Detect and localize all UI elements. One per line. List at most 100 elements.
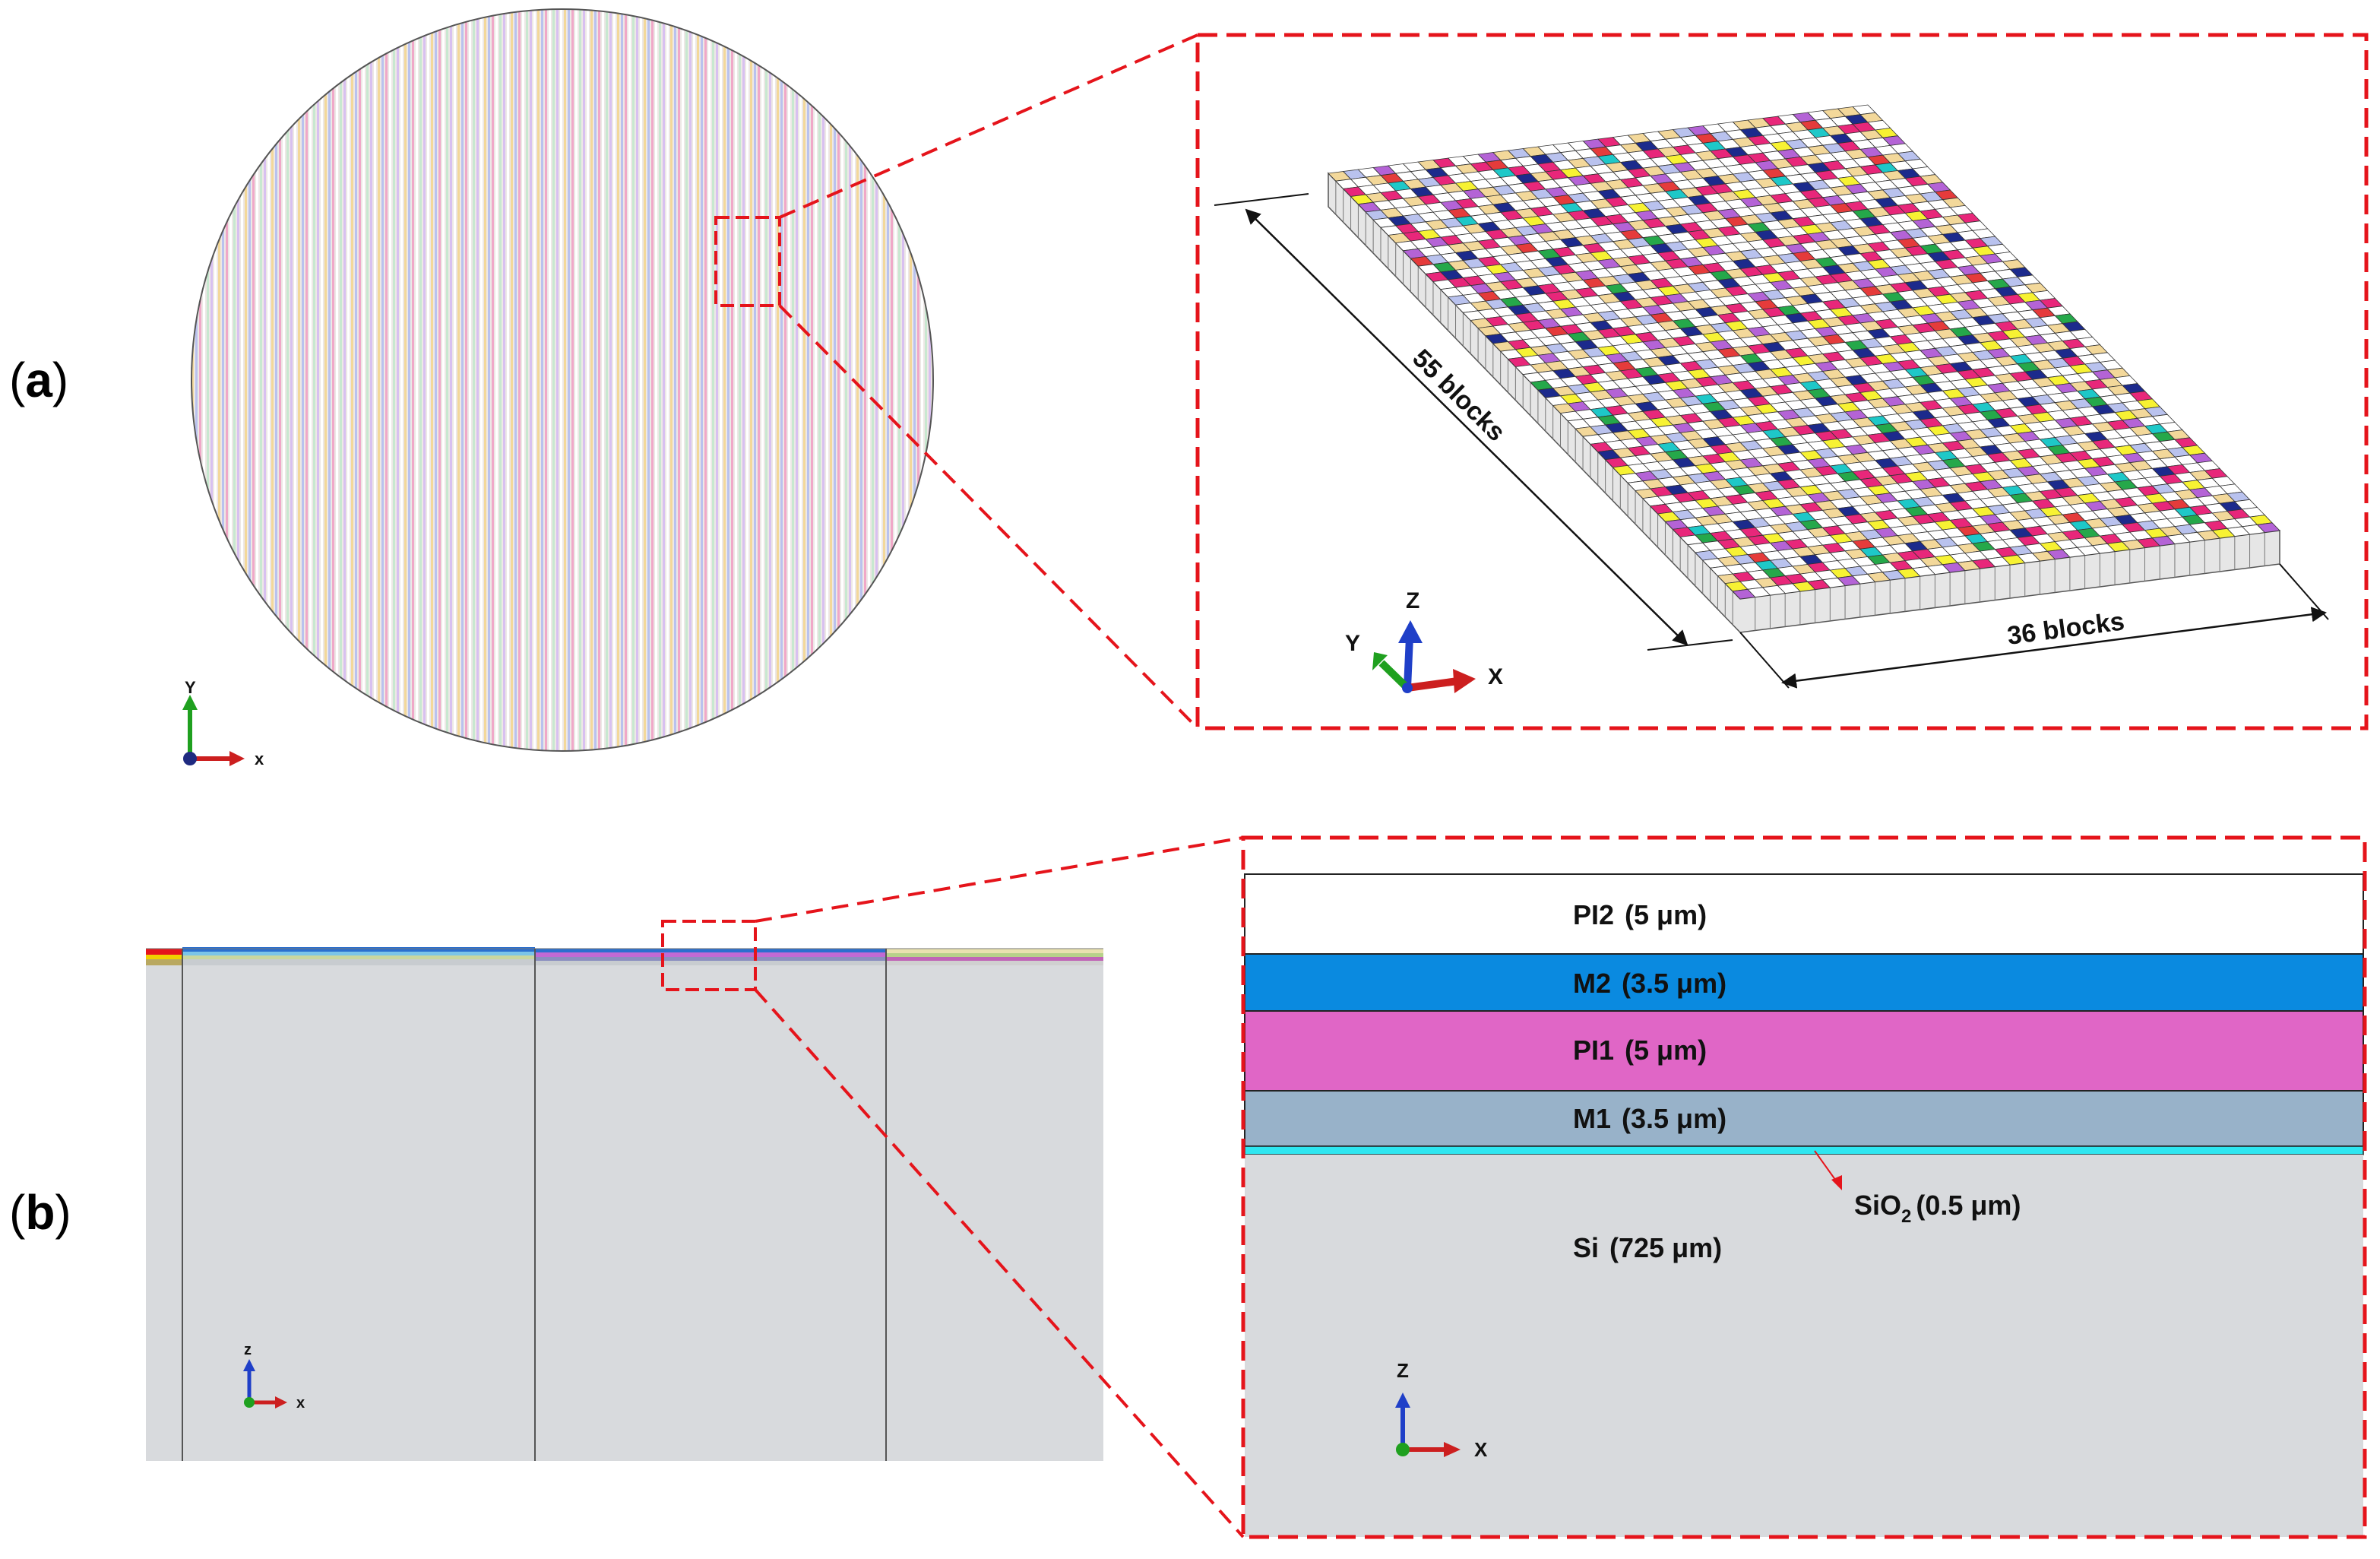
wafer-stripe [347,9,350,751]
wafer-top-view [191,8,934,752]
wafer-stripe [822,9,824,751]
wafer-stripe [264,9,266,751]
wafer-stripe [613,9,616,751]
wafer-stripe [514,9,517,751]
zoom-axis-y-label-a: Y [1345,631,1360,656]
wafer-stripe [739,9,741,751]
wafer-stripe [385,9,388,751]
wafer-stripe [655,9,657,751]
wafer-stripe [625,9,627,751]
layer-label-si: Si(725 μm) [1573,1232,1722,1263]
wafer-stripe [461,9,464,751]
wafer-stripe [910,9,912,751]
layer-label-m1: M1(3.5 μm) [1573,1103,1726,1134]
callout-line-b-bottom [754,988,1245,1538]
wafer-stripe [666,9,669,751]
wafer-stripe [568,9,570,751]
wafer-stripe [902,9,904,751]
wafer-stripe [518,9,521,751]
wafer-stripe [780,9,783,751]
wafer-stripe [575,9,578,751]
wafer-stripe [313,9,315,751]
wafer-stripe [522,9,524,751]
wafer-stripe [526,9,528,751]
callout-line-a-bottom [778,304,1199,730]
wafer-stripe [283,9,285,751]
wafer-stripe [351,9,353,751]
wafer-stripe [929,9,931,751]
zoom-box-b [1241,835,2367,1539]
cross-axis-z-label: z [244,1342,252,1358]
wafer-stripe [651,9,654,751]
wafer-stripe [864,9,866,751]
wafer-stripe [761,9,764,751]
wafer-stripe [777,9,779,751]
cross-section-view [146,947,1103,1461]
wafer-stripe [754,9,756,751]
wafer-stripe [556,9,559,751]
wafer-stripe [336,9,338,751]
wafer-stripe [400,9,403,751]
wafer-stripe [195,9,198,751]
layer-label-pi2: PI2(5 μm) [1573,899,1707,930]
wafer-stripe [875,9,878,751]
wafer-stripe [378,9,380,751]
wafer-stripe [868,9,870,751]
wafer-stripe [830,9,832,751]
layer-label-m2: M2(3.5 μm) [1573,968,1726,999]
wafer-stripe [393,9,395,751]
block-array [1328,104,2280,633]
wafer-stripe [590,9,593,751]
wafer-stripe [256,9,258,751]
wafer-stripe [328,9,331,751]
wafer-stripe [218,9,220,751]
wafer-stripe [450,9,452,751]
wafer-stripe [298,9,300,751]
wafer-stripe [750,9,752,751]
layer-label-pi1: PI1(5 μm) [1573,1035,1707,1066]
wafer-stripe [271,9,274,751]
wafer-stripe [457,9,460,751]
wafer-stripe [723,9,726,751]
wafer-stripe [720,9,722,751]
wafer-stripe [530,9,532,751]
wafer-stripe [906,9,908,751]
wafer-stripe [898,9,900,751]
wafer-stripe [894,9,897,751]
wafer-stripe [397,9,399,751]
wafer-stripe [815,9,817,751]
wafer-stripe [735,9,737,751]
layer-pi1 [1244,1010,2364,1092]
wafer-stripe [879,9,881,751]
wafer-stripe [476,9,479,751]
wafer-stripe [229,9,232,751]
wafer-stripe [214,9,217,751]
zoom-axis-triad-a: Z Y X [1345,588,1503,693]
wafer-stripe [621,9,623,751]
wafer-stripe [248,9,251,751]
wafer-stripe [678,9,680,751]
wafer-stripe [845,9,847,751]
zoom-axis-x-label-a: X [1488,664,1503,689]
wafer-stripe [564,9,566,751]
wafer-stripe [412,9,414,751]
wafer-stripe [685,9,688,751]
wafer-stripe [693,9,695,751]
wafer-stripe [647,9,650,751]
wafer-stripe [811,9,813,751]
wafer-stripe [788,9,790,751]
wafer-stripe [841,9,843,751]
wafer-stripe [769,9,771,751]
wafer-stripe [704,9,707,751]
wafer-stripe [913,9,916,751]
wafer-stripe [818,9,821,751]
wafer-stripe [765,9,767,751]
dimension-cols-label: 36 blocks [2005,607,2126,651]
wafer-stripe [343,9,346,751]
wafer-stripe [917,9,919,751]
wafer-stripe [674,9,676,751]
wafer-stripe [404,9,407,751]
wafer-stripe [628,9,631,751]
wafer-stripe [545,9,547,751]
